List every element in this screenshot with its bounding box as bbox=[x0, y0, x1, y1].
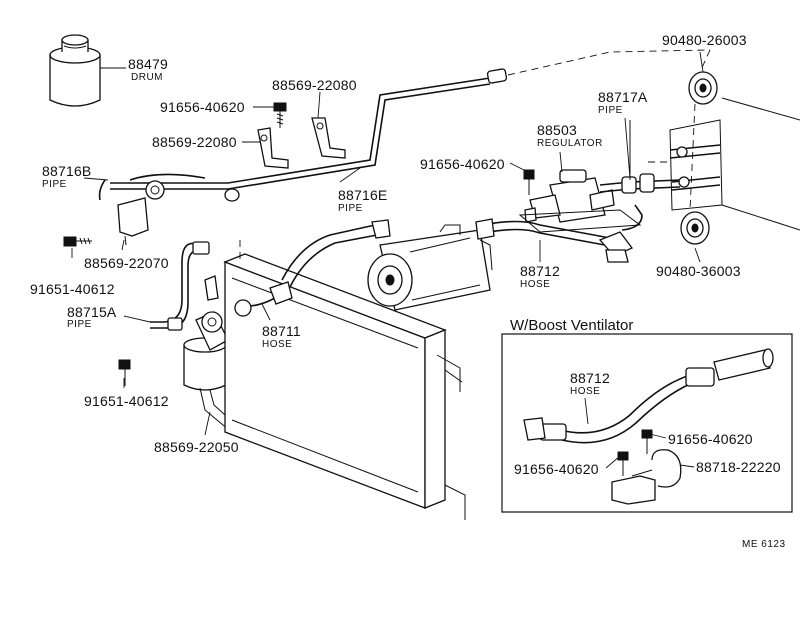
pipe-88715a bbox=[150, 241, 219, 331]
inset-label-88718-22220: 88718-22220 bbox=[696, 459, 781, 475]
label-88479-sub: DRUM bbox=[131, 72, 163, 83]
inset-hose-88712 bbox=[523, 348, 774, 444]
inset-title: W/Boost Ventilator bbox=[510, 317, 634, 334]
drum-can bbox=[49, 34, 101, 107]
label-88503-sub: REGULATOR bbox=[537, 138, 603, 149]
label-88712: 88712 bbox=[520, 263, 560, 279]
label-91656-40620-top: 91656-40620 bbox=[160, 99, 245, 115]
label-88712-sub: HOSE bbox=[520, 279, 551, 290]
hose-88712 bbox=[475, 204, 643, 263]
label-88569-22070: 88569-22070 bbox=[84, 255, 169, 271]
label-88479: 88479 bbox=[128, 56, 168, 72]
inset-label-91656-40620-left: 91656-40620 bbox=[514, 461, 599, 477]
bolt-91656-40620-top bbox=[273, 102, 287, 128]
inset-clamp-88718-22220 bbox=[611, 449, 682, 505]
regulator-88503 bbox=[518, 169, 642, 233]
label-90480-36003: 90480-36003 bbox=[656, 263, 741, 279]
inset-box bbox=[501, 333, 793, 513]
grommet-90480-36003 bbox=[680, 211, 710, 245]
label-88716b: 88716B bbox=[42, 163, 92, 179]
inset-bolt-91656-40620-right bbox=[641, 429, 653, 454]
bolt-91656-40620-regulator bbox=[523, 169, 535, 195]
label-90480-26003: 90480-26003 bbox=[662, 32, 747, 48]
pipe-88717a bbox=[599, 120, 681, 194]
clamp-88569-22080-left bbox=[257, 127, 289, 169]
bolt-91651-40612-left bbox=[63, 236, 92, 247]
label-88716e: 88716E bbox=[338, 187, 388, 203]
label-88569-22050: 88569-22050 bbox=[154, 439, 239, 455]
inset-label-91656-40620-right: 91656-40620 bbox=[668, 431, 753, 447]
label-88717a: 88717A bbox=[598, 89, 648, 105]
hose-88711 bbox=[234, 219, 391, 317]
pipe-88716b bbox=[98, 173, 206, 246]
label-91651-40612-lower: 91651-40612 bbox=[84, 393, 169, 409]
inset-label-88712-sub: HOSE bbox=[570, 386, 601, 397]
inset-label-88712: 88712 bbox=[570, 370, 610, 386]
figure-code: ME 6123 bbox=[742, 539, 786, 550]
label-88716e-sub: PIPE bbox=[338, 203, 363, 214]
label-88715a: 88715A bbox=[67, 304, 117, 320]
condenser bbox=[223, 240, 466, 520]
clamp-88569-22080-right bbox=[311, 117, 346, 159]
pipe-88716e bbox=[110, 68, 508, 202]
firewall-bracket bbox=[648, 97, 800, 231]
label-91651-40612-left: 91651-40612 bbox=[30, 281, 115, 297]
label-88715a-sub: PIPE bbox=[67, 319, 92, 330]
label-88503: 88503 bbox=[537, 122, 577, 138]
label-88716b-sub: PIPE bbox=[42, 179, 67, 190]
grommet-90480-26003 bbox=[688, 71, 718, 105]
label-88717a-sub: PIPE bbox=[598, 105, 623, 116]
leader-lines bbox=[71, 51, 704, 469]
receiver-drier bbox=[183, 311, 229, 391]
inset-bolt-91656-40620-left bbox=[617, 451, 629, 476]
label-88711-sub: HOSE bbox=[262, 339, 293, 350]
label-91656-40620-regulator: 91656-40620 bbox=[420, 156, 505, 172]
label-88569-22080-right: 88569-22080 bbox=[272, 77, 357, 93]
label-88569-22080-left: 88569-22080 bbox=[152, 134, 237, 150]
compressor bbox=[367, 224, 493, 311]
bolt-91651-40612-lower bbox=[118, 359, 131, 386]
dashed-reference-lines bbox=[507, 49, 711, 211]
label-88711: 88711 bbox=[262, 323, 301, 339]
